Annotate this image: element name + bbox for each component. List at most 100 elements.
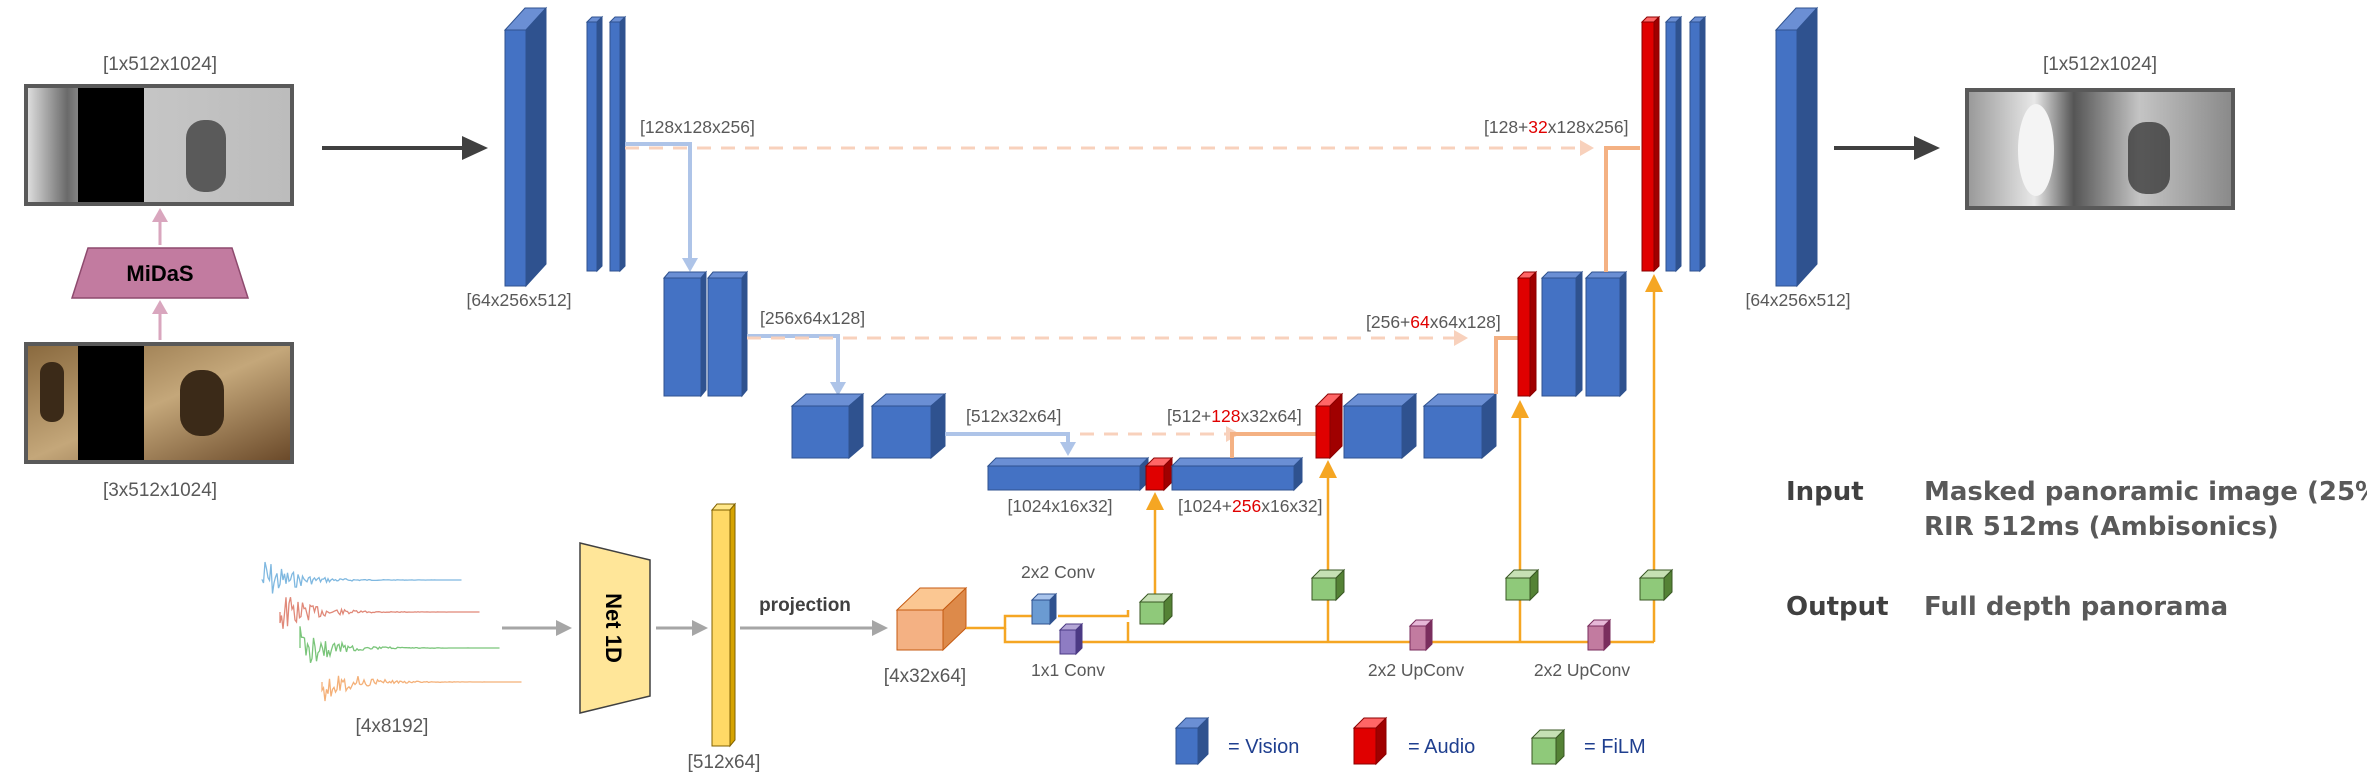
- output-depth-image: [1969, 92, 2231, 206]
- dec-bottleneck-audio-block: [1145, 465, 1165, 491]
- upconv-b-label: 2x2 UpConv: [1534, 660, 1631, 680]
- input-depth-image: [28, 88, 290, 202]
- decoder-bottleneck: [1024+256x16x32]: [1144, 456, 1323, 516]
- midas-block: MiDaS: [70, 247, 250, 299]
- legend-audio-label: = Audio: [1408, 736, 1475, 758]
- decoder-output-stage: [64x256x512]: [1745, 6, 1851, 310]
- enc1-block: [504, 29, 527, 287]
- dec4-shape: [512+128x32x64]: [1167, 406, 1302, 426]
- upconv-cube-a: 2x2 UpConv: [1368, 618, 1465, 680]
- input-line-2: RIR 512ms (Ambisonics): [1924, 512, 2279, 542]
- output-value: Full depth panorama: [1924, 592, 2228, 622]
- dec3-shape: [256+64x64x128]: [1366, 312, 1501, 332]
- upconv-a-label: 2x2 UpConv: [1368, 660, 1465, 680]
- dec-out-block: [1775, 29, 1798, 287]
- conv2x2-label: 2x2 Conv: [1021, 562, 1095, 582]
- enc3-to-enc4-arrow: [747, 334, 840, 390]
- legend-film-label: = FiLM: [1584, 736, 1646, 758]
- input-rgb-shape: [3x512x1024]: [103, 480, 217, 501]
- input-rgb-door: [40, 362, 64, 422]
- legend: = Vision = Audio = FiLM: [1174, 716, 1646, 766]
- enc2-to-enc3-arrow: [625, 142, 692, 266]
- dec2-block-a: [1665, 21, 1677, 272]
- legend-audio-swatch: [1352, 716, 1388, 766]
- upconv-cube-b: 2x2 UpConv: [1534, 618, 1631, 680]
- encoder-stage-3: [256x64x128]: [662, 270, 865, 398]
- enc2-shape: [128x128x256]: [640, 117, 755, 137]
- enc3-block-b: [707, 277, 743, 397]
- output-depth-panel: [1x512x1024]: [1965, 54, 2235, 210]
- input-depth-mask: [78, 88, 144, 202]
- audio-embedding: [512x64]: [688, 502, 761, 773]
- input-rgb-panel: [3x512x1024]: [24, 342, 294, 501]
- film-conditioning-paths: [966, 274, 1663, 644]
- waveform-channel-4: [321, 675, 522, 702]
- decoder-stage-2: [128+32x128x256]: [1484, 15, 1707, 273]
- input-key: Input: [1786, 477, 1864, 507]
- embedding-shape: [512x64]: [688, 752, 761, 773]
- output-depth-bright-region: [2018, 104, 2054, 196]
- enc4-shape: [512x32x64]: [966, 406, 1061, 426]
- film-cube-1: [1138, 592, 1174, 626]
- enc4-to-bottleneck-arrow: [945, 432, 1070, 448]
- projection-label: projection: [759, 595, 851, 616]
- input-depth-shape: [1x512x1024]: [103, 54, 217, 75]
- conv-1x1-cube: 1x1 Conv: [1031, 622, 1105, 680]
- midas-trapezoid: [70, 247, 250, 299]
- input-depth-doorway: [186, 120, 226, 192]
- projected-audio-cube: [4x32x64]: [884, 586, 968, 687]
- projected-shape: [4x32x64]: [884, 666, 966, 687]
- conv1x1-label: 1x1 Conv: [1031, 660, 1105, 680]
- dec4-block-b: [1423, 405, 1483, 459]
- waveform-channel-3: [299, 626, 500, 664]
- dec3-audio-block: [1517, 277, 1531, 397]
- decoder-stage-4: [512+128x32x64]: [1167, 392, 1498, 460]
- bottleneck-block: [1024x16x32]: [986, 456, 1150, 516]
- rir-waveforms: [4x8192]: [261, 561, 522, 737]
- enc1-shape: [64x256x512]: [466, 290, 571, 310]
- waveform-channel-2: [279, 597, 480, 629]
- midas-label: MiDaS: [126, 261, 193, 286]
- dec2-block-b: [1689, 21, 1701, 272]
- upconv-2-arrow: [1494, 336, 1518, 394]
- dec-bottleneck-vision-block: [1171, 465, 1295, 491]
- legend-vision-swatch: [1174, 716, 1210, 766]
- enc4-block-b: [871, 405, 932, 459]
- output-depth-shape: [1x512x1024]: [2043, 54, 2157, 75]
- input-rgb-image: [28, 346, 290, 460]
- dec2-shape: [128+32x128x256]: [1484, 117, 1629, 137]
- dec-out-shape: [64x256x512]: [1745, 290, 1850, 310]
- output-depth-doorway: [2128, 122, 2170, 194]
- waveform-shape: [4x8192]: [356, 716, 429, 737]
- enc4-block-a: [791, 405, 850, 459]
- output-key: Output: [1786, 592, 1889, 622]
- decoder-stage-3: [256+64x64x128]: [1366, 270, 1628, 398]
- encoder-stage-4: [512x32x64]: [790, 392, 1061, 460]
- legend-film-swatch: [1530, 728, 1566, 766]
- enc3-block-a: [663, 277, 702, 397]
- input-rgb-mask: [78, 346, 144, 460]
- conv-2x2-cube: 2x2 Conv: [1021, 562, 1095, 626]
- film-cube-3: [1504, 568, 1540, 602]
- dec2-audio-block: [1641, 21, 1655, 272]
- legend-vision-label: = Vision: [1228, 736, 1299, 758]
- upconv-3-arrow: [1604, 146, 1640, 272]
- projected-audio-front: [896, 609, 944, 651]
- dec3-block-b: [1585, 277, 1621, 397]
- enc2-block-a: [586, 21, 598, 272]
- dec4-audio-block: [1315, 405, 1331, 459]
- input-depth-panel: [1x512x1024]: [24, 54, 294, 206]
- embedding-bar: [711, 509, 731, 747]
- input-rgb-arch: [180, 370, 224, 436]
- net1d-block: Net 1D: [579, 542, 651, 714]
- waveform-channel-1: [261, 561, 462, 594]
- io-description: Input Masked panoramic image (25%) RIR 5…: [1786, 477, 2367, 622]
- dec4-block-a: [1343, 405, 1403, 459]
- enc3-shape: [256x64x128]: [760, 308, 865, 328]
- net1d-trapezoid: [579, 542, 651, 714]
- encoder-stage-2: [128x128x256]: [585, 15, 755, 273]
- film-cube-2: [1310, 568, 1346, 602]
- bottleneck-bar: [987, 465, 1141, 491]
- film-cube-4: [1638, 568, 1674, 602]
